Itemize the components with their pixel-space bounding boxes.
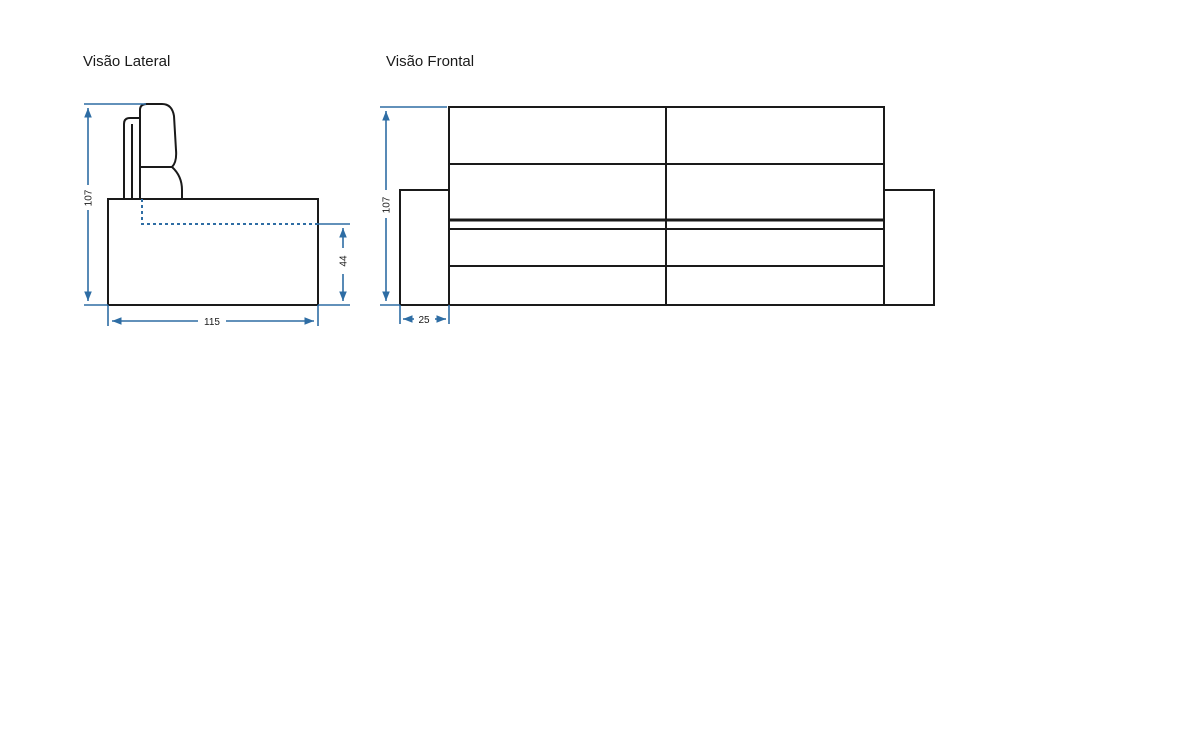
- side-dimensions: [84, 103, 350, 326]
- side-depth-label: 115: [204, 317, 220, 328]
- front-height-label: 107: [382, 196, 393, 213]
- front-view-title: Visão Frontal: [386, 53, 475, 70]
- front-dimensions: [380, 106, 450, 324]
- front-view-drawing: [399, 106, 935, 306]
- side-seat-height-label: 44: [339, 255, 350, 267]
- front-right-arm: [883, 189, 935, 306]
- side-hidden-seat-line: [141, 199, 318, 225]
- front-arm-width-label: 25: [418, 315, 430, 326]
- side-back-cushion-upper: [139, 103, 178, 199]
- side-back-frame: [123, 117, 140, 199]
- side-seat-base: [107, 198, 319, 306]
- side-view-drawing: [107, 103, 319, 306]
- side-view-title: Visão Lateral: [83, 53, 171, 70]
- front-left-arm: [399, 189, 450, 306]
- side-height-label: 107: [84, 189, 95, 206]
- side-back-cushion-lower: [140, 166, 183, 199]
